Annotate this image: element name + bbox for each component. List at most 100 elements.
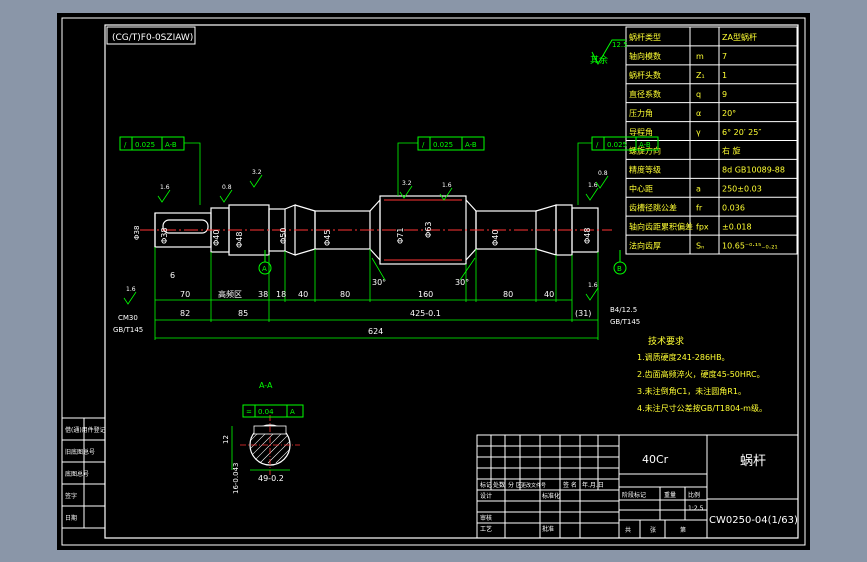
svg-text:B: B	[617, 265, 622, 273]
roughness-symbol	[249, 174, 263, 188]
param-name: 轴向齿距累积偏差	[629, 221, 693, 231]
section-key-dim: 12	[222, 435, 230, 444]
tb-biaozhunhua: 标准化	[542, 492, 560, 500]
dia-label: Φ38	[160, 228, 169, 244]
svg-text:A-B: A-B	[465, 141, 477, 149]
param-val: 7	[722, 52, 727, 61]
tech-item-4: 4.未注尺寸公差按GB/T1804-m级。	[637, 403, 767, 413]
param-name: 轴向模数	[629, 51, 661, 61]
svg-text:/: /	[124, 141, 127, 149]
frame-tag: (CG/T)F0-0SZIAW)	[112, 33, 193, 43]
param-name: 直径系数	[629, 89, 661, 99]
tech-item-1: 1.调质硬度241-286HB。	[637, 352, 730, 362]
angle-left: 30°	[372, 278, 386, 287]
tolerance-mid: / 0.025 A-B	[397, 136, 485, 196]
tb-gengwen: 更改文件号	[521, 482, 546, 489]
section-height-dim: 16-0.043	[232, 463, 240, 494]
dim-row1-item: 40	[298, 290, 308, 299]
roughness-value: 1.6	[588, 282, 598, 289]
dim-85: 85	[238, 309, 248, 318]
param-name: 精度等级	[629, 165, 661, 175]
roughness-value: 3.2	[252, 169, 262, 176]
scale: 1:2.5	[688, 505, 704, 512]
param-val: 1	[722, 71, 727, 80]
roughness-main-value: 12.5	[612, 41, 628, 49]
tb-gong: 共	[625, 526, 631, 534]
dim-row1-item: 80	[340, 290, 350, 299]
dim-82: 82	[180, 309, 190, 318]
tb-fenqu: 分 区	[508, 481, 522, 489]
roughness-value: 1.6	[442, 182, 452, 189]
side-block-5: 日期	[65, 514, 77, 522]
svg-text:=: =	[246, 408, 252, 416]
roughness-value: 1.6	[126, 286, 136, 293]
param-sym: a	[696, 185, 701, 194]
dim-row1-item: 40	[544, 290, 554, 299]
section-title: A-A	[259, 381, 273, 390]
dia-label: Φ40	[491, 230, 500, 246]
param-sym: q	[696, 90, 701, 99]
note-b4: B4/12.5	[610, 306, 637, 314]
dim-425: 425-0.1	[410, 309, 441, 318]
dim-row1-item: 70	[180, 290, 190, 299]
param-name: 压力角	[629, 108, 653, 118]
side-block-3: 底图总号	[65, 470, 89, 478]
param-sym: Sₙ	[696, 241, 704, 250]
dim-row1-item: 高频区	[218, 289, 242, 299]
svg-text:0.025: 0.025	[433, 141, 453, 149]
section-view: = 0.04 A	[231, 404, 304, 475]
roughness-main: 12.5 其余	[590, 39, 628, 66]
svg-text:A-B: A-B	[639, 141, 651, 149]
tb-zhongliang: 重量	[664, 491, 676, 499]
dia-center-2: Φ71	[396, 228, 405, 244]
outer-border	[61, 17, 806, 546]
title-block	[476, 434, 799, 539]
param-val: 6° 20′ 25″	[722, 128, 761, 137]
param-sym: fr	[696, 203, 703, 212]
param-sym: γ	[696, 128, 701, 137]
roughness-symbol	[157, 189, 171, 203]
dia-label: Φ48	[583, 228, 592, 244]
param-val: 20°	[722, 109, 736, 118]
svg-text:/: /	[422, 141, 425, 149]
param-name: 蜗杆类型	[629, 32, 661, 42]
tb-zhang: 张	[650, 526, 656, 534]
param-val: 9	[722, 90, 727, 99]
angle-leaders	[371, 257, 476, 281]
drawing-number: CW0250-04(1/63)	[709, 515, 798, 526]
angle-right: 30°	[455, 278, 469, 287]
param-val: 右 旋	[722, 146, 741, 156]
tb-jieduan: 阶段标记	[622, 491, 646, 499]
roughness-symbol	[595, 175, 609, 189]
dim-row1-item: 38	[258, 290, 268, 299]
param-name: 中心距	[629, 184, 653, 194]
svg-text:/: /	[596, 141, 599, 149]
dia-label: Φ48	[235, 232, 244, 248]
param-name: 导程角	[629, 127, 653, 137]
svg-text:0.04: 0.04	[258, 408, 274, 416]
tech-title: 技术要求	[648, 335, 684, 347]
param-name: 法向齿厚	[629, 240, 661, 250]
param-val: 10.65⁻⁰·¹⁵₋₀.₂₁	[722, 241, 778, 250]
side-block-2: 旧底图总号	[65, 448, 95, 456]
tb-di: 第	[680, 526, 686, 534]
param-sym: α	[696, 109, 701, 118]
roughness-symbol	[585, 287, 599, 301]
tb-pizhun: 批准	[542, 525, 554, 533]
tolerance-right: / 0.025 A-B	[577, 136, 659, 205]
dimension-lines	[155, 299, 598, 339]
svg-text:A-B: A-B	[165, 141, 177, 149]
tb-sheji: 设计	[480, 492, 492, 500]
roughness-symbol	[123, 291, 137, 305]
roughness-symbol	[585, 187, 599, 201]
tb-bili: 比例	[688, 491, 700, 499]
param-name: 螺旋方向	[629, 146, 661, 156]
dim-row1-item: 160	[418, 290, 433, 299]
param-val: ±0.018	[722, 222, 752, 231]
svg-text:0.025: 0.025	[135, 141, 155, 149]
